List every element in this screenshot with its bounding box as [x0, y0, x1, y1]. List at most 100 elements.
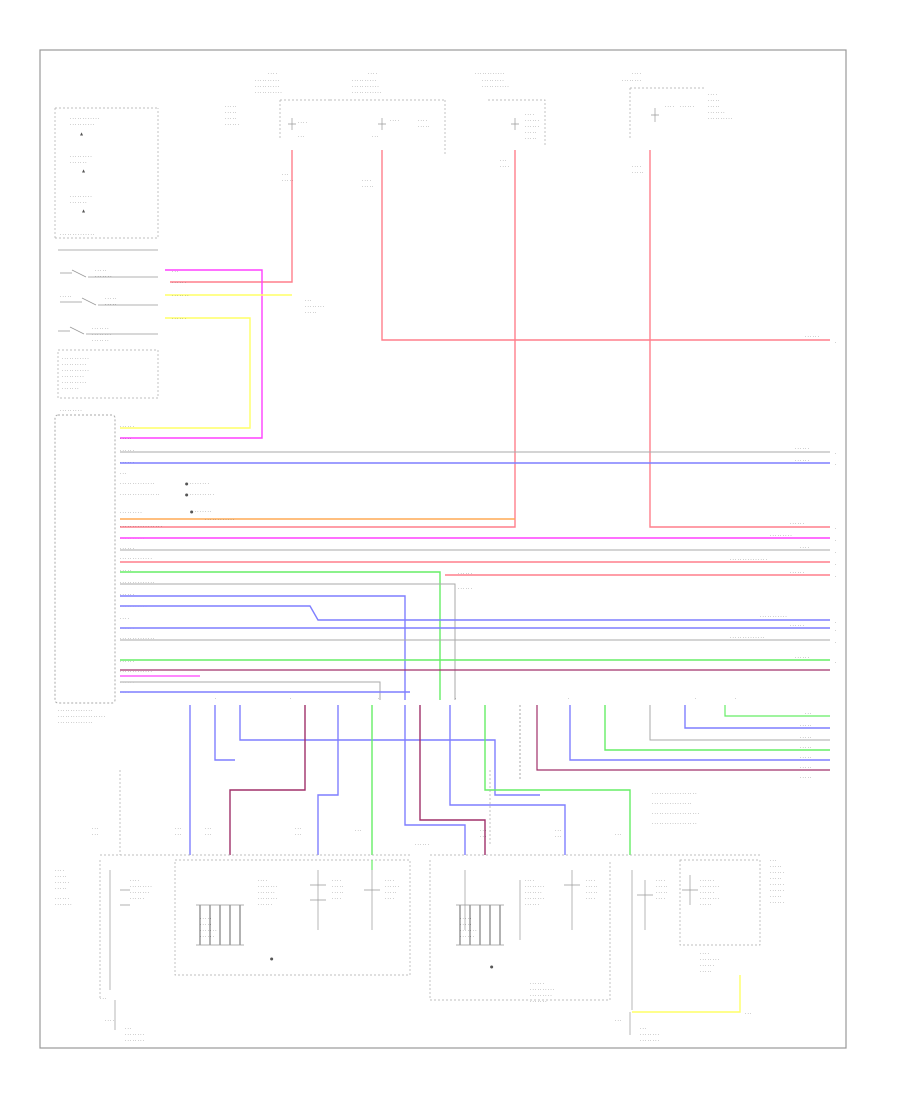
svg-text:· · · · · · ·: · · · · · · · [62, 386, 79, 391]
svg-text:· · · · · · · · · · · · ·: · · · · · · · · · · · · · [120, 556, 152, 561]
svg-text:· · ·: · · · [282, 172, 288, 177]
svg-text:· · · · · ·: · · · · · · [458, 571, 472, 576]
svg-text:· · · · · · ·: · · · · · · · [530, 999, 547, 1004]
svg-text:· · · · · · ·: · · · · · · · [258, 890, 275, 895]
svg-text:· · · · ·: · · · · · [225, 110, 236, 115]
svg-text:· · ·: · · · [305, 298, 311, 303]
svg-text:· · · ·: · · · · [500, 164, 509, 169]
svg-text:· · · · · · · ·: · · · · · · · · [305, 304, 324, 309]
wire-gray-3 [120, 583, 456, 700]
svg-text:· · · · ·: · · · · · [60, 294, 71, 299]
drop-green-c [604, 705, 830, 751]
svg-text:· · ·: · · · [770, 858, 776, 863]
svg-text:· · · · · · · ·: · · · · · · · · [125, 1032, 144, 1037]
svg-text:· · · · · ·: · · · · · · [790, 623, 804, 628]
svg-text:· · · · · ·: · · · · · · [700, 890, 714, 895]
svg-text:· · ·: · · · [120, 471, 126, 476]
svg-text:· · · · · · · · ·: · · · · · · · · · [70, 194, 92, 199]
drop-purple-a [229, 705, 306, 855]
svg-text:· · · · · ·: · · · · · · [120, 592, 134, 597]
drop-green-d [724, 705, 830, 717]
svg-text:· · · · ·: · · · · · [800, 745, 811, 750]
drop-blue-c [239, 705, 540, 796]
svg-text:·: · [835, 451, 836, 456]
svg-text:· · · · · · · ·: · · · · · · · · [525, 896, 544, 901]
svg-text:· · · · · · · · ·: · · · · · · · · · [120, 510, 142, 515]
svg-text:· · · ·: · · · · [525, 112, 534, 117]
svg-text:· · · ·: · · · · [120, 616, 129, 621]
svg-text:· · · · · · · ·: · · · · · · · · [258, 884, 277, 889]
svg-text:· · · · ·: · · · · · [460, 922, 471, 927]
svg-text:● · · · · · · · ·: ● · · · · · · · · [185, 481, 209, 486]
svg-text:· · · · ·: · · · · · [200, 922, 211, 927]
light-switch-panel: · · · · · · · · · · · · · · · · · · · · … [54, 107, 159, 399]
svg-text:▲: ▲ [80, 131, 84, 136]
svg-text:· · · · ·: · · · · · [632, 170, 643, 175]
svg-text:· · · · · · ·: · · · · · · · [55, 902, 72, 907]
fuse-block-4: · · · · · · · · · · · · · · · · · · · · … [622, 71, 732, 175]
svg-text:·: · [455, 696, 456, 701]
svg-text:· · ·: · · · [640, 1026, 646, 1031]
svg-text:· · · ·: · · · · [258, 878, 267, 883]
svg-text:· · ·: · · · [355, 828, 361, 833]
svg-text:· · ·: · · · [175, 826, 181, 831]
svg-text:· · · · · · · ·: · · · · · · · · [258, 896, 277, 901]
svg-text:· · · · · · · ·: · · · · · · · · [525, 884, 544, 889]
drop-blue-d [317, 705, 339, 855]
svg-text:· · · · ·: · · · · · [120, 436, 131, 441]
svg-text:· · · · · · · · ·: · · · · · · · · · [482, 78, 504, 83]
svg-text:·: · [695, 696, 696, 701]
svg-text:· · · ·: · · · · [130, 878, 139, 883]
svg-text:· · ·: · · · [295, 826, 301, 831]
svg-text:· · · · · ·: · · · · · · [172, 316, 186, 321]
svg-text:· · · · · · · · · · · · · · ·: · · · · · · · · · · · · · · · · · · · [58, 714, 105, 719]
svg-text:· · · · · · · · · ·: · · · · · · · · · · [62, 362, 86, 367]
svg-text:·: · [735, 696, 736, 701]
svg-text:· · ·: · · · [555, 834, 561, 839]
svg-text:· · · · · ·: · · · · · · [525, 118, 539, 123]
svg-text:· · ·: · · · [92, 832, 98, 837]
svg-text:·: · [835, 660, 836, 665]
svg-text:· · · · ·: · · · · · [586, 884, 597, 889]
svg-text:· · · ·: · · · · [700, 951, 709, 956]
svg-text:· · · · · · · · · · ·: · · · · · · · · · · · [62, 356, 89, 361]
svg-text:· · · · ·: · · · · · [55, 886, 66, 891]
svg-text:· · · ·: · · · · [656, 878, 665, 883]
svg-text:· · · · · · · ·: · · · · · · · · [700, 957, 719, 962]
drop-green-b [484, 705, 631, 855]
svg-text:· · · · · · · · · · · · · ·: · · · · · · · · · · · · · · [120, 580, 154, 585]
svg-text:▲: ▲ [82, 208, 86, 213]
svg-text:· · · · · · · · · · ·: · · · · · · · · · · · [482, 84, 509, 89]
svg-text:· · · · · · · ·: · · · · · · · · [622, 78, 641, 83]
svg-text:·: · [290, 696, 291, 701]
svg-text:· · · · ·: · · · · · [525, 130, 536, 135]
svg-text:· · · · · · · · · ·: · · · · · · · · · · [255, 84, 279, 89]
svg-text:· · · ·: · · · · [525, 878, 534, 883]
svg-text:· · · · ·: · · · · · [105, 296, 116, 301]
svg-text:· · · · · ·: · · · · · · [460, 934, 474, 939]
svg-text:·: · [835, 526, 836, 531]
svg-text:· · · · · · · · · · · · · ·: · · · · · · · · · · · · · · [60, 232, 94, 237]
drop-purple-b [419, 705, 486, 855]
drop-purple-c [536, 705, 830, 771]
fuse-block-2: · · · · · · · · · · · · · · · · · · · · … [330, 71, 446, 189]
svg-text:· · · · · · · · · ·: · · · · · · · · · · [62, 380, 86, 385]
svg-text:· · · · · · ·: · · · · · · · [92, 326, 109, 331]
svg-text:· · · ·: · · · · [586, 878, 595, 883]
svg-text:· · · ·: · · · · [368, 71, 377, 76]
svg-text:· · · · · · · · ·: · · · · · · · · · [60, 408, 82, 413]
svg-text:· · · · · · · · ·: · · · · · · · · · [130, 884, 152, 889]
module-connector-lines: · · · · · · · · · · · · · · · · · · · · … [120, 424, 162, 695]
svg-text:· · ·: · · · [615, 1018, 621, 1023]
svg-text:· · · · · ·: · · · · · · [770, 888, 784, 893]
svg-text:· · · · · ·: · · · · · · [120, 659, 134, 664]
svg-text:●: ● [270, 956, 274, 961]
svg-text:· · · · · · · · · · · · · ·: · · · · · · · · · · · · · · [58, 720, 92, 725]
svg-text:· · · · · ·: · · · · · · [790, 570, 804, 575]
svg-text:· · · · ·: · · · · · [418, 124, 429, 129]
svg-text:· · · · · · · ·: · · · · · · · · [700, 884, 719, 889]
svg-text:· · · · · · · · · · · ·: · · · · · · · · · · · · [352, 90, 381, 95]
wire-blue-3 [120, 605, 830, 621]
svg-text:· · · · · · · · · · · · · · ·: · · · · · · · · · · · · · · · · · · · [652, 811, 699, 816]
